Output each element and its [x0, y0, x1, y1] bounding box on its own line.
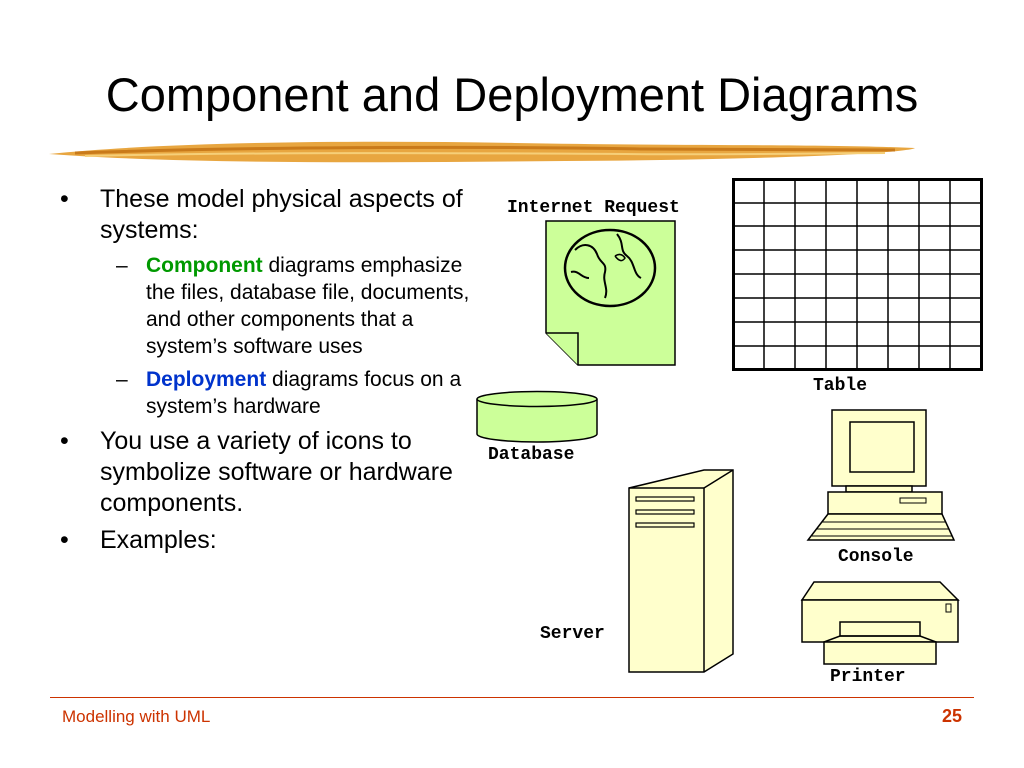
internet-request-label: Internet Request [507, 198, 680, 218]
bullet-item: • You use a variety of icons to symboliz… [60, 426, 470, 519]
bullet-glyph: • [60, 427, 69, 455]
deployment-keyword: Deployment [146, 368, 267, 391]
printer-icon [800, 581, 960, 665]
footer-text: Modelling with UML [62, 707, 211, 726]
table-grid-icon [732, 178, 983, 371]
dash-glyph: – [116, 368, 128, 391]
bullet-glyph: • [60, 185, 69, 213]
sub-bullet-text: diagrams focus on a system’s hardware [146, 368, 462, 418]
component-keyword: Component [146, 254, 263, 277]
dash-glyph: – [116, 254, 128, 277]
console-icon [806, 409, 956, 541]
footer-divider [50, 697, 974, 698]
bullet-item: • Examples: [60, 525, 470, 556]
slide-title: Component and Deployment Diagrams [105, 68, 919, 121]
bullet-item: • These model physical aspects of system… [60, 184, 470, 246]
database-icon [476, 390, 598, 443]
sub-bullet-item: – Component diagrams emphasize the files… [60, 252, 470, 360]
bullet-text: You use a variety of icons to symbolize … [100, 427, 453, 517]
table-label: Table [813, 376, 868, 396]
bullet-list: • These model physical aspects of system… [60, 184, 470, 562]
bullet-text: Examples: [100, 526, 217, 554]
console-label: Console [838, 547, 914, 567]
sub-bullet-text: diagrams emphasize the files, database f… [146, 254, 470, 358]
brush-stroke-divider [49, 141, 915, 163]
page-number: 25 [941, 706, 962, 726]
internet-document-icon [545, 220, 676, 366]
bullet-text: These model physical aspects of systems: [100, 185, 463, 244]
sub-bullet-item: – Deployment diagrams focus on a system’… [60, 366, 470, 420]
server-icon [628, 469, 734, 673]
printer-label: Printer [830, 667, 906, 687]
bullet-glyph: • [60, 526, 69, 554]
server-label: Server [540, 624, 605, 644]
database-label: Database [488, 445, 575, 465]
